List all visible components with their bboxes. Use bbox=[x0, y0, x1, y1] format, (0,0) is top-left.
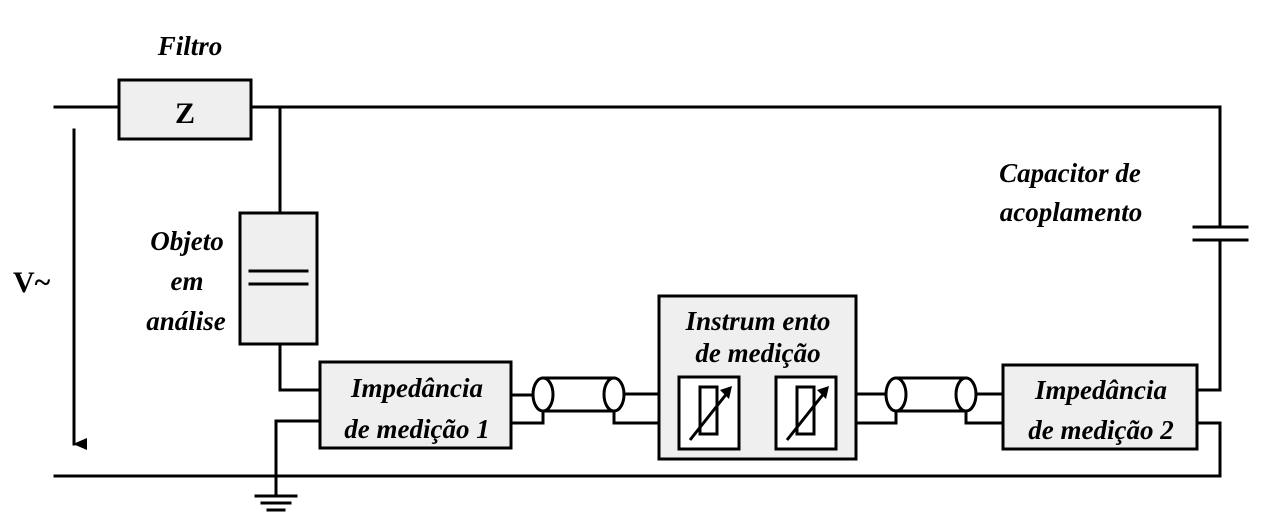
filter-box bbox=[117, 78, 253, 141]
impedance-2-label-line-2: de medição 2 bbox=[1028, 415, 1173, 445]
coax-cable-2 bbox=[884, 376, 978, 413]
object-label-line-2: em bbox=[171, 266, 204, 296]
object-label-line-1: Objeto bbox=[150, 226, 224, 256]
object-box bbox=[238, 211, 319, 346]
instrument-label-line-2: de medição bbox=[695, 338, 820, 368]
impedance-1-label-line-1: Impedância bbox=[350, 373, 483, 403]
capacitor-label-line-1: Capacitor de bbox=[999, 158, 1141, 188]
impedance-1-label-line-2: de medição 1 bbox=[344, 414, 489, 444]
variable-resistor-icon-right bbox=[774, 375, 838, 451]
wiring bbox=[53, 105, 1222, 512]
object-label-line-3: análise bbox=[146, 306, 226, 336]
filter-impedance-symbol: Z bbox=[175, 97, 195, 130]
filter-label: Filtro bbox=[157, 31, 223, 61]
coax-cable-1 bbox=[531, 376, 626, 413]
impedance-1-box bbox=[318, 360, 513, 450]
voltage-label: V~ bbox=[13, 266, 51, 299]
capacitor-label-line-2: acoplamento bbox=[1000, 197, 1143, 227]
instrument-label-line-1: Instrum ento bbox=[685, 306, 831, 336]
impedance-2-box bbox=[1001, 363, 1199, 451]
variable-resistor-icon-left bbox=[677, 375, 741, 451]
impedance-2-label-line-1: Impedância bbox=[1034, 375, 1167, 405]
